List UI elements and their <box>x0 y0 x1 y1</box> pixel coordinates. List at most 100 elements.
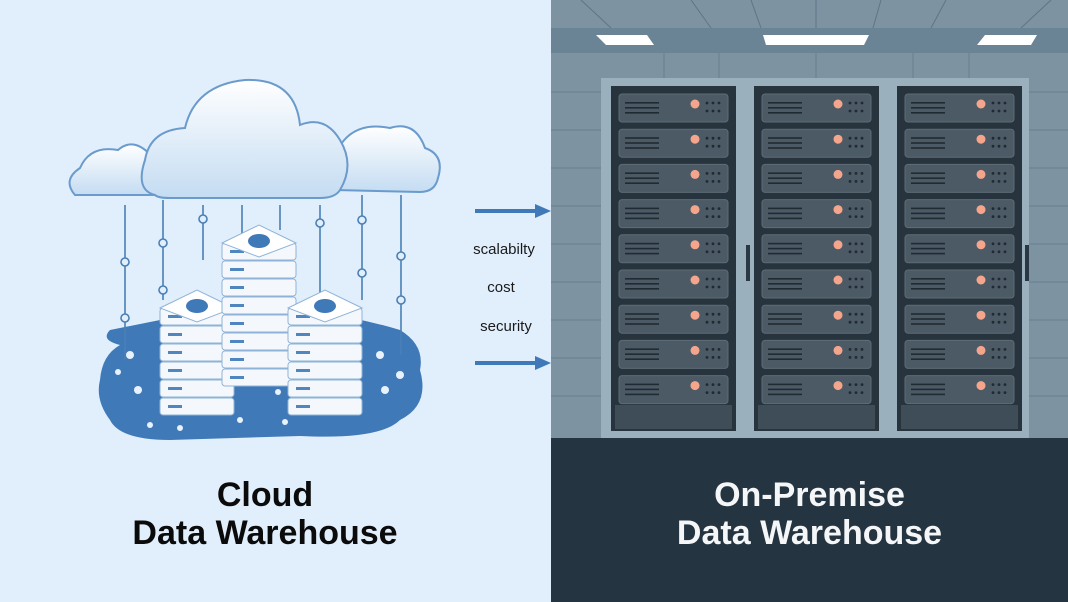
port-dot <box>991 312 995 316</box>
port-dot <box>705 391 709 394</box>
port-dot <box>705 215 709 219</box>
vent-line <box>768 107 802 109</box>
vent-line <box>768 383 802 386</box>
port-dot <box>997 101 1001 105</box>
vent-line <box>625 388 659 391</box>
cloud-server-stacks <box>158 224 364 416</box>
vent-line <box>911 147 945 149</box>
port-dot <box>854 207 858 211</box>
port-dot <box>705 277 709 281</box>
port-dot <box>711 101 715 105</box>
vent-line <box>625 212 659 215</box>
server-unit <box>618 375 729 405</box>
port-dot <box>860 348 864 351</box>
port-dot <box>711 348 715 351</box>
port-dot <box>848 356 852 359</box>
port-dot <box>717 172 721 175</box>
vent-line <box>625 348 659 350</box>
vent-line <box>911 388 945 391</box>
server-unit <box>159 379 235 398</box>
port-dot <box>1003 144 1007 148</box>
status-led-icon <box>690 205 700 215</box>
port-dot <box>717 215 721 219</box>
ceiling-light <box>596 35 654 45</box>
port-dot <box>854 277 858 281</box>
status-led-icon <box>690 345 700 355</box>
cloud-title-line1: Cloud <box>216 476 314 514</box>
port-dot <box>705 242 709 246</box>
port-dot <box>991 348 995 351</box>
vent-line <box>911 207 945 210</box>
port-dot <box>860 207 864 211</box>
port-dot <box>997 277 1001 281</box>
server-unit <box>618 199 729 229</box>
server-slot <box>168 315 182 318</box>
server-unit <box>904 269 1015 299</box>
server-slot <box>168 351 182 354</box>
vent-line <box>768 348 802 350</box>
status-led-icon <box>833 381 843 391</box>
port-dot <box>854 101 858 105</box>
vent-line <box>625 102 659 104</box>
port-dot <box>717 348 721 351</box>
cloud-title-line2: Data Warehouse <box>132 514 398 552</box>
port-dot <box>848 109 852 113</box>
status-led-icon <box>690 99 700 109</box>
port-dot <box>717 277 721 281</box>
server-unit <box>618 93 729 123</box>
port-dot <box>1003 348 1007 351</box>
port-dot <box>705 312 709 316</box>
port-dot <box>860 312 864 316</box>
status-led-icon <box>976 205 986 215</box>
port-dot <box>991 215 995 219</box>
port-dot <box>711 312 715 316</box>
server-rack <box>611 86 736 431</box>
server-unit <box>618 269 729 299</box>
port-dot <box>997 136 1001 140</box>
vent-line <box>625 353 659 355</box>
port-dot <box>848 215 852 219</box>
server-unit <box>221 260 297 279</box>
vent-line <box>768 393 802 396</box>
vent-line <box>625 142 659 144</box>
vent-line <box>768 182 802 184</box>
status-led-icon <box>690 240 700 250</box>
vent-line <box>768 217 802 220</box>
port-dot <box>848 312 852 316</box>
port-dot <box>991 250 995 254</box>
port-dot <box>711 391 715 394</box>
port-dot <box>860 144 864 148</box>
server-unit <box>904 304 1015 334</box>
vent-line <box>625 242 659 245</box>
vent-line <box>768 323 802 325</box>
vent-line <box>911 358 945 360</box>
vent-line <box>768 278 802 280</box>
port-dot <box>991 356 995 359</box>
vent-line <box>768 112 802 114</box>
server-slot <box>168 333 182 336</box>
status-led-icon <box>690 275 700 285</box>
status-led-icon <box>833 275 843 285</box>
label-security: security <box>480 318 532 335</box>
server-unit <box>761 269 872 299</box>
port-dot <box>848 136 852 140</box>
status-led-icon <box>976 381 986 391</box>
vent-line <box>625 147 659 149</box>
port-dot <box>997 215 1001 219</box>
port-dot <box>860 356 864 359</box>
status-led-icon <box>976 134 986 144</box>
vent-line <box>911 112 945 114</box>
port-dot <box>705 180 709 183</box>
port-dot <box>717 285 721 289</box>
server-unit <box>761 339 872 369</box>
vent-line <box>911 107 945 109</box>
port-dot <box>860 172 864 175</box>
port-dot <box>860 277 864 281</box>
vent-line <box>911 142 945 144</box>
port-dot <box>848 207 852 211</box>
server-unit <box>287 379 363 398</box>
port-dot <box>717 242 721 246</box>
vent-line <box>911 172 945 174</box>
vent-line <box>911 217 945 220</box>
port-dot <box>1003 180 1007 183</box>
